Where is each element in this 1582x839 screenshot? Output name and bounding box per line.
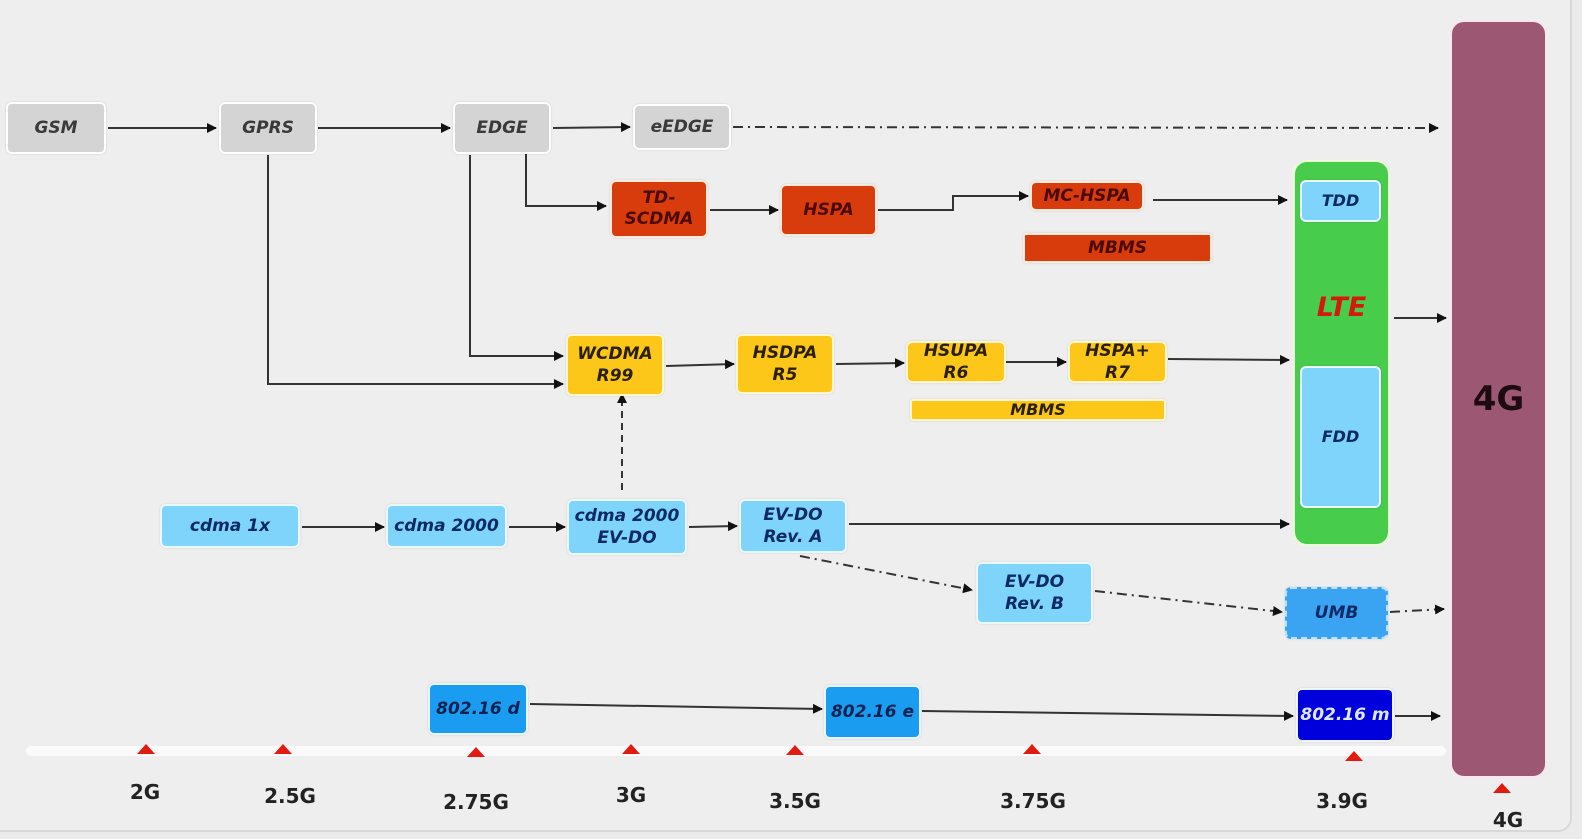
milestone-label-3g: 3G — [615, 783, 647, 807]
node-edge[interactable]: EDGE — [453, 102, 551, 154]
node-gsm[interactable]: GSM — [6, 102, 106, 154]
milestone-marker-2g — [137, 744, 155, 754]
node-hspa[interactable]: HSPA — [780, 184, 877, 236]
milestone-label-3-9g: 3.9G — [1316, 789, 1368, 813]
node-fdd[interactable]: FDD — [1300, 366, 1381, 508]
milestone-marker-2-75g — [467, 747, 485, 757]
milestone-marker-2-5g — [274, 744, 292, 754]
node-wcdma-r99[interactable]: WCDMA R99 — [566, 334, 664, 396]
node-umb[interactable]: UMB — [1285, 587, 1388, 639]
milestone-label-4g: 4G — [1492, 808, 1524, 832]
milestone-marker-3g — [622, 744, 640, 754]
node-mbms-yellow[interactable]: MBMS — [910, 399, 1166, 421]
node-4g[interactable]: 4G — [1450, 20, 1547, 778]
lte-label: LTE — [1316, 292, 1367, 323]
milestone-marker-3-75g — [1023, 744, 1041, 754]
milestone-label-3-75g: 3.75G — [1000, 789, 1066, 813]
node-cdma-2000-evdo[interactable]: cdma 2000 EV-DO — [567, 499, 687, 555]
milestone-marker-3-5g — [786, 745, 804, 755]
timeline-bar — [26, 746, 1446, 756]
node-hsdpa-r5[interactable]: HSDPA R5 — [736, 334, 834, 394]
node-mbms-orange[interactable]: MBMS — [1023, 233, 1212, 263]
node-hsupa-r6[interactable]: HSUPA R6 — [906, 341, 1006, 383]
node-hspa-plus-r7[interactable]: HSPA+ R7 — [1068, 341, 1167, 383]
node-802-16m[interactable]: 802.16 m — [1296, 688, 1394, 742]
node-cdma-1x[interactable]: cdma 1x — [160, 504, 300, 548]
milestone-marker-3-9g — [1345, 751, 1363, 761]
node-802-16e[interactable]: 802.16 e — [824, 685, 921, 739]
milestone-label-2-75g: 2.75G — [443, 790, 509, 814]
milestone-marker-4g — [1493, 783, 1511, 793]
milestone-label-2g: 2G — [129, 780, 161, 804]
node-cdma-2000[interactable]: cdma 2000 — [386, 504, 507, 548]
milestone-label-2-5g: 2.5G — [264, 784, 316, 808]
node-gprs[interactable]: GPRS — [219, 102, 317, 154]
node-evdo-rev-b[interactable]: EV-DO Rev. B — [976, 562, 1093, 624]
node-mc-hspa[interactable]: MC-HSPA — [1030, 181, 1144, 211]
node-tdd[interactable]: TDD — [1300, 180, 1381, 222]
node-eedge[interactable]: eEDGE — [633, 104, 731, 150]
node-evdo-rev-a[interactable]: EV-DO Rev. A — [739, 499, 847, 553]
milestone-label-3-5g: 3.5G — [769, 789, 821, 813]
node-802-16d[interactable]: 802.16 d — [428, 683, 528, 735]
node-td-scdma[interactable]: TD- SCDMA — [610, 180, 708, 238]
